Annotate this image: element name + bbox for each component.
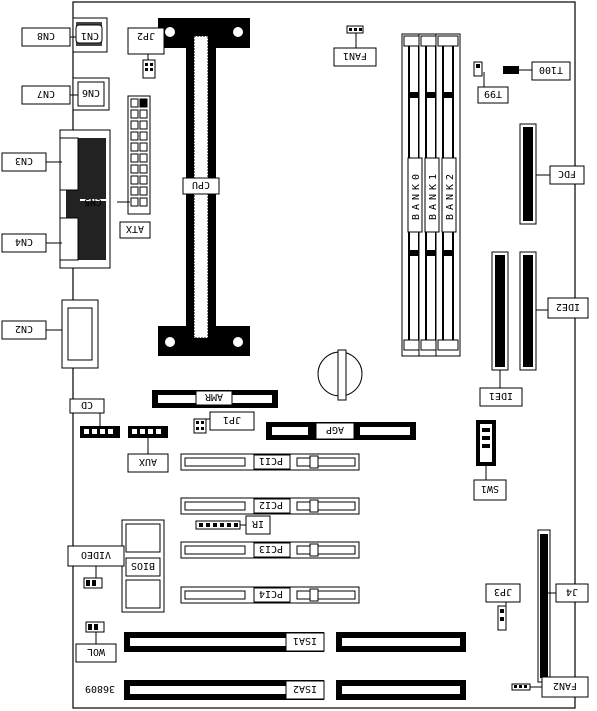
wol-header [85, 621, 105, 633]
label-jp2: JP2 [137, 30, 155, 41]
label-wol: WOL [87, 646, 105, 657]
label-cpu: CPU [192, 179, 210, 190]
atx-pin [130, 120, 139, 130]
label-aux: AUX [139, 456, 157, 467]
atx-pin [139, 186, 148, 196]
atx-pin [130, 175, 139, 185]
label-pci4: PCI4 [259, 588, 283, 599]
atx-pin [139, 175, 148, 185]
atx-pin [139, 109, 148, 119]
t99-t100-sensors [473, 61, 519, 77]
label-cd: CD [81, 399, 93, 410]
ir-pin [213, 523, 217, 527]
label-bank1: BANK1 [428, 170, 439, 220]
j4-connector [537, 529, 551, 683]
label-t100: T100 [539, 64, 563, 75]
label-bios: BIOS [131, 560, 155, 571]
jp1-jumper [193, 418, 207, 434]
atx-pin [130, 131, 139, 141]
ide1-connector [491, 251, 509, 371]
label-fan1: FAN1 [343, 50, 367, 61]
label-sw1: SW1 [481, 483, 499, 494]
label-cn1: CN1 [81, 30, 99, 41]
pci-label-box [253, 587, 291, 603]
label-video: VIDEO [81, 549, 111, 560]
label-jp3: JP3 [494, 586, 512, 597]
label-ir: IR [251, 518, 264, 529]
label-cn2: CN2 [15, 323, 33, 334]
atx-pin [139, 142, 148, 152]
pci-label-box [253, 454, 291, 470]
cn6-connector [72, 77, 110, 111]
ir-pin [220, 523, 224, 527]
label-j4: J4 [566, 586, 578, 597]
ir-pin [234, 523, 238, 527]
atx-pin [139, 98, 148, 108]
label-ide2: IDE2 [556, 301, 580, 312]
label-pci2: PCI2 [259, 499, 283, 510]
atx-pin [130, 142, 139, 152]
label-bank0: BANK0 [411, 170, 422, 220]
atx-pin [139, 131, 148, 141]
label-ide1: IDE1 [489, 390, 513, 401]
memory-slot-latch [437, 339, 459, 351]
label-cn4: CN4 [15, 236, 33, 247]
fan2-connector [511, 683, 531, 691]
pci-label-box [253, 498, 291, 514]
ir-pin [227, 523, 231, 527]
pci-slots [180, 453, 360, 604]
ir-pin [199, 523, 203, 527]
atx-pin [130, 109, 139, 119]
label-agp: AGP [326, 424, 344, 435]
label-fan2: FAN2 [553, 680, 577, 691]
label-cn3: CN3 [15, 155, 33, 166]
label-bank2: BANK2 [445, 170, 456, 220]
label-cn6: CN6 [82, 87, 100, 98]
label-cn5: CN5 [84, 196, 102, 207]
label-isa2: ISA2 [293, 683, 317, 694]
jp2-jumper [142, 59, 156, 79]
callout-leaders [46, 33, 556, 688]
label-isa1: ISA1 [293, 635, 317, 646]
video-header [83, 577, 103, 589]
memory-slot-latch [437, 35, 459, 47]
ir-pin [206, 523, 210, 527]
atx-pin [139, 197, 148, 207]
label-fdc: FDC [558, 168, 576, 179]
atx-pin [139, 153, 148, 163]
isa-slots [124, 632, 466, 700]
fdc-connector [519, 123, 537, 225]
label-t99: T99 [484, 88, 502, 99]
cn1-connector [72, 17, 108, 53]
cn3-cn4-cn5-connectors [59, 129, 111, 269]
label-atx: ATX [126, 223, 144, 234]
board-number: 36809 [85, 683, 115, 694]
atx-pin [139, 120, 148, 130]
atx-pin [139, 164, 148, 174]
aux-header [128, 426, 168, 438]
battery [317, 349, 363, 401]
label-cn7: CN7 [37, 88, 55, 99]
label-pci1: PCI1 [259, 455, 283, 466]
atx-pin [130, 98, 139, 108]
atx-pin [130, 186, 139, 196]
label-cn8: CN8 [37, 30, 55, 41]
fan1-connector [346, 25, 364, 34]
atx-power-connector [127, 95, 151, 215]
ide2-connector [519, 251, 537, 371]
atx-pin [130, 153, 139, 163]
pci-label-box [253, 542, 291, 558]
atx-pin [130, 164, 139, 174]
cd-header [80, 426, 120, 438]
label-amr: AMR [204, 391, 223, 402]
label-jp1: JP1 [223, 414, 241, 425]
cn2-connector [61, 299, 99, 369]
jp3-jumper [497, 605, 507, 631]
callout-labels [1, 27, 589, 698]
sw1-switch [476, 420, 496, 466]
label-pci3: PCI3 [259, 543, 283, 554]
ir-header [195, 520, 241, 530]
atx-pin [130, 197, 139, 207]
